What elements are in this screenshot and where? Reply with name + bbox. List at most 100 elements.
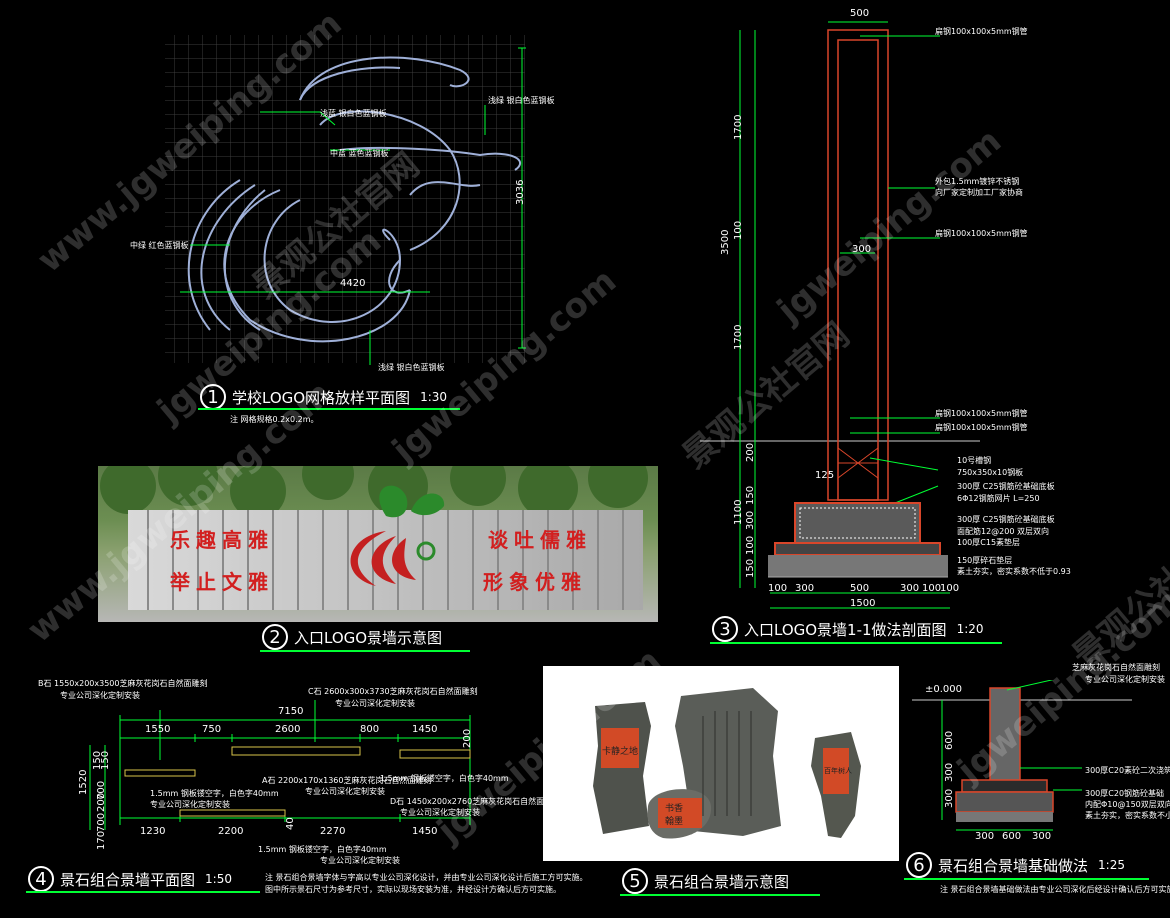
- d3-note-6: 10号槽钢: [957, 456, 992, 465]
- d4-vdim-small: 40: [285, 817, 296, 830]
- wall-section-drawing: [700, 21, 980, 609]
- d6-number-badge: 6: [906, 852, 932, 878]
- d6-label-top: 芝麻灰花岗石自然面雕刻: [1072, 663, 1160, 672]
- logo-grid-plan: [165, 35, 526, 365]
- d3-title-underline: [710, 642, 1002, 644]
- d5-number-badge: 5: [622, 868, 648, 894]
- d1-label-left: 中绿 红色蓝钢板: [130, 241, 189, 250]
- d4-note1b: 专业公司深化定制安装: [150, 800, 230, 809]
- d3-note-1: 外包1.5mm镀锌不锈钢: [935, 177, 1020, 186]
- d1-label-right: 浅绿 银白色蓝钢板: [488, 96, 555, 105]
- d1-title-block: 1 学校LOGO网格放样平面图 1:30: [200, 384, 447, 410]
- d4-vdim-0: 1520: [78, 769, 89, 795]
- d6-label-mid: 300厚C20素砼二次浇筑: [1085, 766, 1170, 775]
- d6-scale: 1:25: [1098, 858, 1125, 872]
- d6-title: 景石组合景墙基础做法: [938, 856, 1089, 875]
- d4-label-b: B石 1550x200x3500芝麻灰花岗石自然面雕刻: [38, 679, 208, 688]
- d4-row2-dim-2: 2270: [320, 826, 346, 837]
- d4-vdim-4: 200: [96, 792, 107, 812]
- d3-number-badge: 3: [712, 616, 738, 642]
- d3-bottom-dim-0: 100: [768, 583, 788, 594]
- d1-number-badge: 1: [200, 384, 226, 410]
- d4-vdim-2: 150: [100, 750, 111, 770]
- stones-illustration: [593, 688, 861, 839]
- d4-label-b2: 专业公司深化定制安装: [60, 691, 140, 700]
- stone-seal-2: 书香: [665, 804, 684, 814]
- wall-text-right-top: 谈吐儒雅: [488, 528, 592, 552]
- d3-dim-top: 500: [850, 8, 870, 19]
- stone-wall-plan: [89, 700, 471, 830]
- stone-wall-photo: 卡静之地 书香 翰墨 百年树人: [543, 666, 899, 861]
- wall-text-left-top: 乐趣高雅: [170, 528, 274, 552]
- d4-label-a: A石 2200x170x1360芝麻灰花岗石自然面雕刻: [262, 776, 432, 785]
- d6-elev: ±0.000: [925, 684, 963, 695]
- d3-note-10: 300厚 C25钢筋砼基础底板: [957, 515, 1055, 524]
- d6-dim-v-0: 600: [944, 730, 955, 750]
- d1-title: 学校LOGO网格放样平面图: [232, 388, 411, 407]
- d3-note-4: 扁钢100x100x5mm钢管: [935, 409, 1028, 418]
- d6-label-2: 内配Φ10@150双层双向: [1085, 800, 1170, 809]
- d4-label-d: D石 1450x200x2760芝麻灰花岗石自然面雕刻: [390, 797, 561, 806]
- d3-dim-1100: 1100: [733, 499, 744, 525]
- stone-seal-3: 翰墨: [665, 817, 684, 827]
- stone-seal-4: 百年树人: [824, 767, 852, 775]
- d3-note-5: 扁钢100x100x5mm钢管: [935, 423, 1028, 432]
- d4-row1-dim-0: 1550: [145, 724, 171, 735]
- d4-number-badge: 4: [28, 866, 54, 892]
- d1-label-top: 浅蓝 银白色蓝钢板: [320, 109, 387, 118]
- d1-scale: 1:30: [420, 390, 448, 404]
- d4-dim-7150: 7150: [278, 706, 304, 717]
- d4-title: 景石组合景墙平面图: [60, 870, 196, 889]
- d6-label-3: 素土夯实，密实系数不小于0.94: [1085, 811, 1170, 820]
- d2-title: 入口LOGO景墙示意图: [294, 628, 443, 647]
- stone-seal-1: 卡静之地: [602, 747, 639, 757]
- d3-note-2: 向厂家定制加工厂家协商: [935, 188, 1023, 197]
- d4-note3: 1.5mm 钢板镂空字，白色字40mm: [258, 845, 387, 854]
- d3-dim-125: 125: [815, 470, 835, 481]
- d5-title: 景石组合景墙示意图: [654, 872, 790, 891]
- watermark-9: 景观公社官网: [1065, 514, 1170, 677]
- d3-note-13: 150厚碎石垫层: [957, 556, 1013, 565]
- wall-slats: [128, 510, 643, 610]
- d3-dim-200: 200: [745, 442, 756, 462]
- d4-note3b: 专业公司深化定制安装: [320, 856, 400, 865]
- d4-footnote2: 图中所示景石尺寸为参考尺寸，实际以现场安装为准，并经设计方确认后方可实施。: [265, 885, 561, 894]
- d3-dim-150b: 150: [745, 558, 756, 578]
- wall-text-left-bottom: 举止文雅: [170, 570, 274, 594]
- d4-note1: 1.5mm 钢板镂空字，白色字40mm: [150, 789, 279, 798]
- d3-title-block: 3 入口LOGO景墙1-1做法剖面图 1:20: [712, 616, 984, 642]
- d3-dim-100b: 100: [745, 535, 756, 555]
- d2-title-block: 2 入口LOGO景墙示意图: [262, 624, 442, 650]
- d4-row1-dim-2: 2600: [275, 724, 301, 735]
- d3-note-8: 300厚 C25钢筋砼基础底板: [957, 482, 1055, 491]
- d3-bottom-dim-5: 100: [940, 583, 960, 594]
- tree-canopy: [100, 466, 648, 519]
- d4-vdim-5: 700: [96, 812, 107, 832]
- d4-note2: 1.5mm 钢板镂空字，白色字40mm: [380, 774, 509, 783]
- d1-label-mid: 中蓝 蓝色蓝钢板: [330, 149, 389, 158]
- d3-note-14: 素土夯实，密实系数不低于0.93: [957, 567, 1071, 576]
- d4-vdim-6: 170: [96, 830, 107, 850]
- d4-row1-dim-1: 750: [202, 724, 222, 735]
- d3-dim-300: 300: [852, 244, 872, 255]
- d6-dim-h-1: 600: [1002, 831, 1022, 842]
- d1-dim-width: 4420: [340, 278, 366, 289]
- d1-title-underline: [198, 408, 460, 410]
- d3-dim-1700b: 1700: [733, 324, 744, 350]
- d1-dim-height: 3036: [515, 179, 526, 205]
- d3-bottom-dim-4: 100: [922, 583, 942, 594]
- d1-label-bottom: 浅绿 银白色蓝钢板: [378, 363, 445, 372]
- d6-dim-v-2: 300: [944, 788, 955, 808]
- d3-title: 入口LOGO景墙1-1做法剖面图: [744, 620, 947, 639]
- d3-note-0: 扁钢100x100x5mm钢管: [935, 27, 1028, 36]
- d3-bottom-dim-3: 300: [900, 583, 920, 594]
- d1-note: 注 网格规格0.2x0.2m。: [230, 415, 319, 424]
- d2-number-badge: 2: [262, 624, 288, 650]
- school-logo-sculpture: [350, 485, 445, 586]
- d4-label-c2: 专业公司深化定制安装: [335, 699, 415, 708]
- d3-dim-1700a: 1700: [733, 114, 744, 140]
- d6-title-block: 6 景石组合景墙基础做法 1:25: [906, 852, 1125, 878]
- d4-title-underline: [26, 891, 260, 893]
- d6-footnote: 注 景石组合景墙基础做法由专业公司深化后经设计确认后方可实施。: [940, 885, 1170, 894]
- d4-vdim-right: 200: [462, 728, 473, 748]
